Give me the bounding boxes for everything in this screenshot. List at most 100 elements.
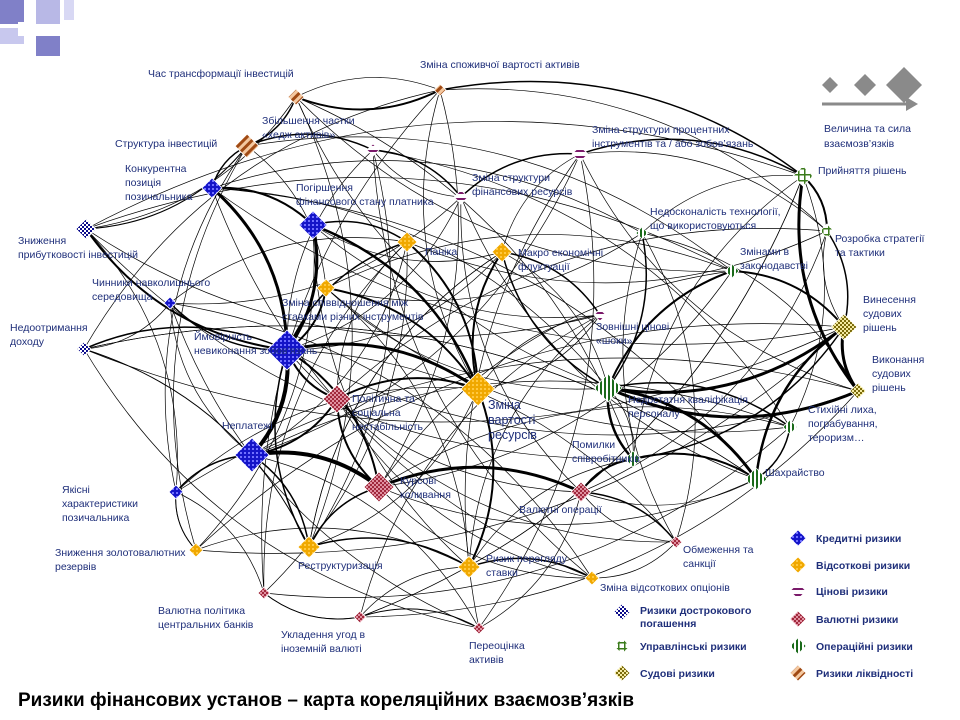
- risk-label-line: Стихійні лиха,: [808, 404, 877, 416]
- risk-diamond-credit: [266, 329, 308, 371]
- risk-label-line: ставки: [486, 567, 518, 579]
- risk-label-line: тероризм…: [808, 432, 864, 444]
- scale-diamond-medium: [854, 74, 876, 96]
- connection-line: [580, 478, 757, 506]
- connection-line: [274, 349, 310, 548]
- deco-square: [18, 22, 32, 36]
- connection-line: [286, 149, 374, 351]
- risk-label-line: Обмеження та: [683, 544, 754, 556]
- risk-diamond-liquidity: [433, 83, 447, 97]
- legend-diamond-prepayment: [613, 603, 631, 621]
- legend-diamond-interest: [789, 556, 807, 574]
- connection-line: [336, 398, 593, 579]
- connection-line: [195, 323, 845, 551]
- risk-label-line: судових: [872, 368, 912, 380]
- risk-node-zovnishni: Зовнішні цінові«шоки»: [593, 308, 669, 347]
- connection-line: [336, 398, 677, 543]
- connection-line: [478, 491, 582, 629]
- connection-line: [622, 232, 677, 543]
- legend-diamond-legal: [613, 664, 631, 682]
- risk-label-line: нестабільність: [352, 421, 424, 433]
- connection-line: [261, 89, 441, 594]
- risk-diamond-prepayment: [76, 341, 92, 357]
- risk-label-line: персоналу: [628, 408, 680, 420]
- connection-line: [641, 232, 696, 543]
- connection-line: [378, 478, 757, 525]
- risk-diamond-credit: [298, 210, 328, 240]
- legend-diamond-currency: [789, 610, 807, 628]
- connection-line: [378, 270, 733, 488]
- risk-diamond-price: [593, 308, 607, 322]
- legend-item-price: Цінові ризики: [789, 582, 888, 600]
- connection-line: [246, 136, 733, 272]
- risk-label: Недосконалість технології,що використову…: [650, 206, 781, 232]
- risk-label: Шахрайство: [765, 467, 825, 479]
- legend-diamond-credit: [789, 529, 807, 547]
- strength-scale: Величина та сила взаємозв’язків: [822, 67, 922, 150]
- risk-label-line: Недосконалість технології,: [650, 206, 781, 218]
- risk-diamond-operational: [744, 467, 768, 491]
- connection-line: [251, 380, 791, 456]
- legend-item-liquidity: Ризики ліквідності: [789, 664, 913, 682]
- connection-line: [325, 287, 470, 568]
- connection-line: [336, 228, 828, 400]
- connection-line: [85, 121, 804, 230]
- legend-label: Судові ризики: [640, 668, 715, 680]
- connection-line: [468, 314, 601, 568]
- connection-line: [308, 388, 479, 548]
- risk-label-line: Якісні: [62, 484, 90, 496]
- connection-line: [797, 175, 860, 392]
- risk-label-line: санкції: [683, 558, 716, 570]
- risk-label-line: Зниження золотовалютних: [55, 547, 186, 559]
- risk-label: Валютні операції: [519, 504, 602, 516]
- connection-line: [211, 160, 643, 234]
- risk-diamond-operational: [724, 263, 740, 279]
- risk-label-line: Винесення: [863, 294, 916, 306]
- legend-diamond-liquidity: [789, 664, 807, 682]
- scale-arrow-head: [906, 97, 918, 111]
- connection-line: [295, 77, 441, 98]
- connection-line: [501, 251, 609, 389]
- risk-label-line: ставками різних інструментів: [282, 311, 424, 323]
- risk-label-line: фінансових ресурсів: [472, 186, 573, 198]
- legend-label-line: Ризики дострокового: [640, 605, 751, 617]
- risk-label-line: характеристики: [62, 498, 138, 510]
- risk-label: Зміна відсоткових опціонів: [600, 582, 730, 594]
- risk-label-line: активів: [469, 654, 504, 666]
- connection-line: [372, 149, 462, 198]
- connection-line: [378, 89, 459, 488]
- risk-diamond-credit: [163, 296, 177, 310]
- connection-line: [85, 228, 288, 351]
- risk-label: Прийняття рішень: [818, 165, 907, 177]
- risk-diamond-currency: [570, 481, 592, 503]
- risk-diamond-price: [571, 145, 589, 163]
- risk-label-line: Політична та: [352, 393, 415, 405]
- connection-line: [308, 537, 470, 568]
- deco-square: [36, 36, 60, 56]
- risk-diamond-legal: [849, 382, 867, 400]
- connection-line: [169, 237, 408, 304]
- connection-line: [308, 149, 391, 548]
- risk-diamond-operational: [593, 373, 623, 403]
- risk-node-pryiniattia: Прийняття рішень: [792, 165, 907, 187]
- connection-line: [211, 186, 289, 351]
